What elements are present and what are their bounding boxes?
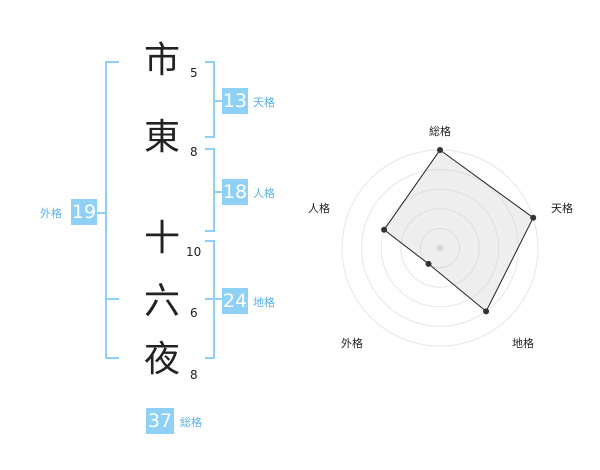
soukaku-value: 37: [146, 408, 174, 434]
name-char-4: 六: [143, 281, 180, 322]
radar-center: [436, 244, 444, 252]
jinkaku-label: 人格: [253, 187, 275, 200]
radar-ring: [400, 208, 480, 288]
name-char-5: 夜: [143, 339, 180, 380]
gaikaku-value: 19: [71, 199, 97, 225]
radar-label-tenkaku: 天格: [551, 201, 573, 215]
name-char-1: 市: [143, 40, 180, 81]
jinkaku-value: 18: [222, 179, 248, 205]
chikaku-label: 地格: [253, 296, 275, 309]
radar-point: [530, 214, 537, 221]
radar-label-gaikaku: 外格: [341, 336, 363, 350]
radar-point: [483, 308, 490, 315]
stroke-count-4: 6: [190, 306, 198, 320]
radar-area: [383, 149, 534, 313]
radar-point: [381, 226, 388, 233]
stroke-count-5: 8: [190, 368, 198, 382]
radar-points: [381, 147, 537, 315]
chikaku-value: 24: [222, 288, 248, 314]
stroke-count-3: 10: [186, 245, 202, 259]
tenkaku-value: 13: [222, 88, 248, 114]
radar-ring: [380, 188, 500, 308]
radar-ring: [419, 227, 461, 269]
radar-label-jinkaku: 人格: [308, 201, 330, 215]
soukaku-label: 総格: [180, 416, 202, 429]
radar-label-soukaku: 総格: [429, 124, 451, 138]
name-char-2: 東: [143, 117, 180, 158]
radar-point: [437, 147, 443, 153]
stroke-count-1: 5: [190, 66, 198, 80]
stroke-count-2: 8: [190, 145, 198, 159]
radar-point: [425, 260, 432, 267]
gaikaku-label: 外格: [40, 207, 62, 220]
radar-label-chikaku: 地格: [512, 336, 534, 350]
name-char-3: 十: [143, 218, 180, 259]
tenkaku-label: 天格: [253, 96, 275, 109]
